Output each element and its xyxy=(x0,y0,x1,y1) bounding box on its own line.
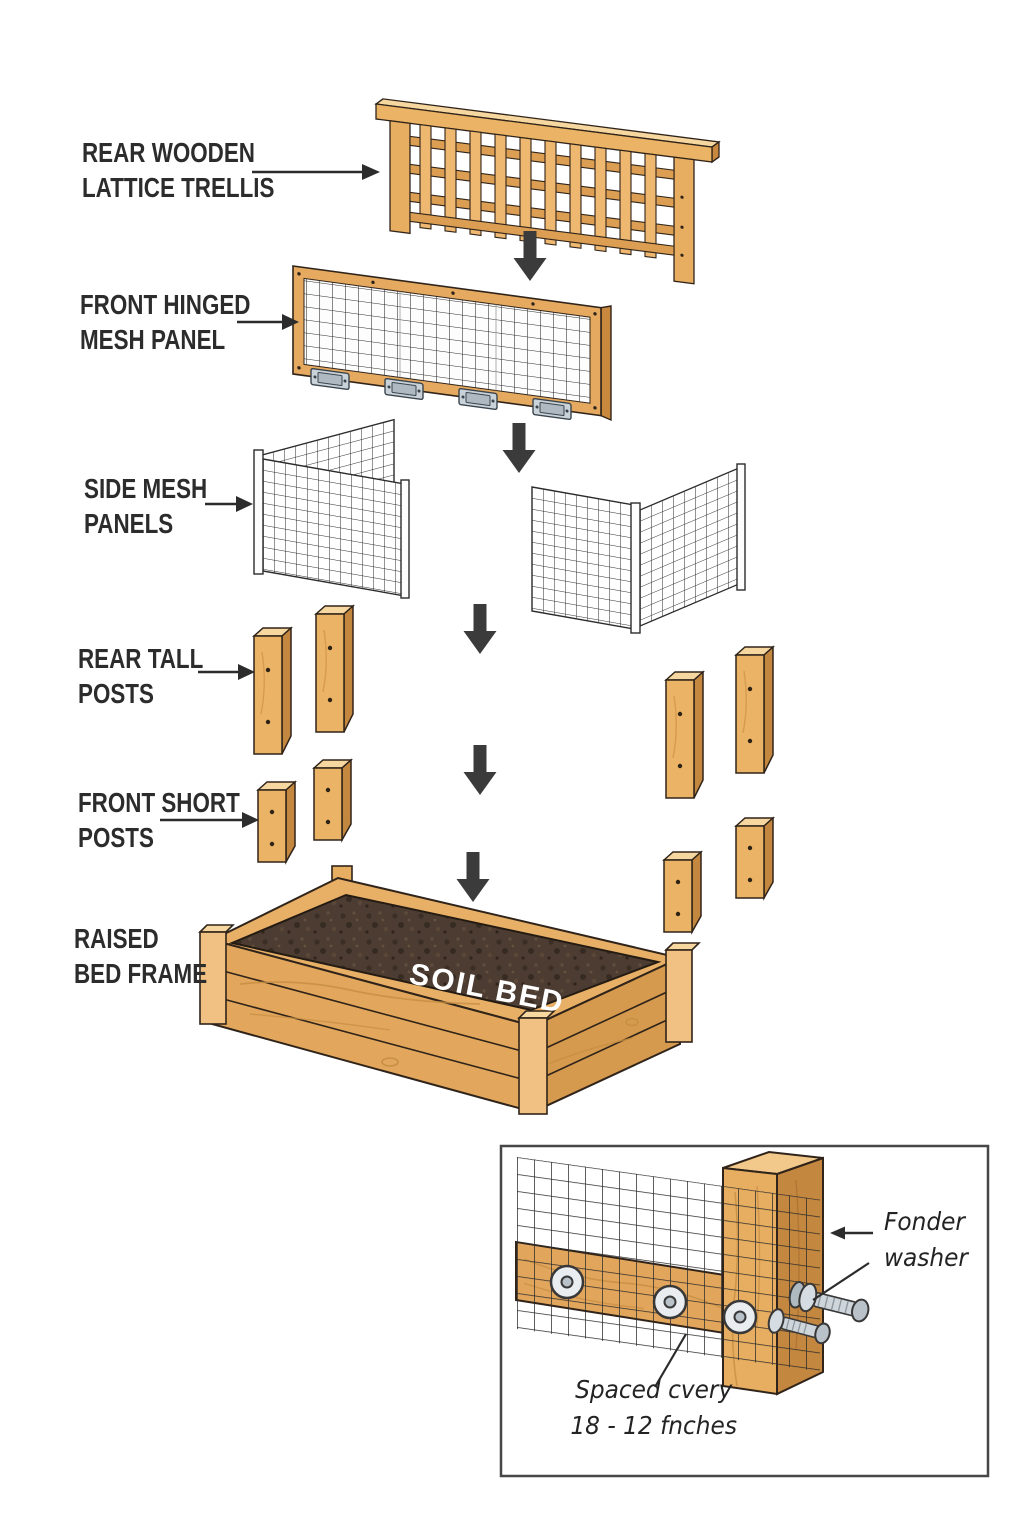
tall-post xyxy=(315,605,354,733)
callout-arrow-rear-tall xyxy=(198,664,255,680)
tall-post xyxy=(735,646,774,774)
short-post xyxy=(735,817,774,899)
label-side-mesh: SIDE MESH PANELS xyxy=(84,473,208,539)
label-rear-tall: REAR TALL POSTS xyxy=(78,643,204,709)
flow-down-arrow-4 xyxy=(463,745,497,795)
hinge-icon xyxy=(384,377,424,401)
callout-arrow-side-mesh xyxy=(205,496,253,512)
tall-post xyxy=(253,627,292,755)
short-post xyxy=(257,781,296,863)
bolt-icon xyxy=(767,1308,831,1345)
hinge-icon xyxy=(458,387,498,411)
short-post xyxy=(313,759,352,841)
inset-detail xyxy=(499,1144,990,1478)
inset-pointer-lines xyxy=(654,1226,873,1388)
hinge-icon xyxy=(532,397,572,421)
label-spacing: Spaced cvery 18 - 12 fnches xyxy=(570,1375,737,1440)
label-front-hinged: FRONT HINGED MESH PANEL xyxy=(80,289,251,355)
side-mesh-right-illustration xyxy=(531,463,746,634)
washer-icon xyxy=(652,1284,688,1320)
side-mesh-left-illustration xyxy=(253,418,410,599)
callout-arrow-rear-trellis xyxy=(252,164,380,180)
label-rear-trellis: REAR WOODEN LATTICE TRELLIS xyxy=(82,137,275,203)
hinge-icon xyxy=(310,367,350,391)
label-fender-washer: Fonder washer xyxy=(884,1207,968,1272)
flow-down-arrow-3 xyxy=(463,604,497,654)
label-front-short: FRONT SHORT POSTS xyxy=(78,787,240,853)
short-post xyxy=(663,851,702,933)
front-mesh-panel-illustration xyxy=(292,265,612,422)
callout-arrow-front-hinged xyxy=(237,314,299,330)
flow-down-arrow-2 xyxy=(502,423,536,473)
callout-arrows xyxy=(160,164,380,828)
washer-icon xyxy=(549,1264,585,1300)
raised-bed-illustration: SOIL BED xyxy=(198,865,701,1115)
label-raised-bed: RAISED BED FRAME xyxy=(74,923,208,989)
corner-posts xyxy=(198,924,701,1115)
callout-arrow-front-short xyxy=(160,812,259,828)
tall-post xyxy=(665,671,704,799)
trellis-illustration xyxy=(374,98,721,285)
hinges xyxy=(310,367,572,421)
washer-icon xyxy=(722,1299,758,1335)
soil-surface xyxy=(228,893,662,1012)
flow-down-arrow-5 xyxy=(456,852,490,902)
